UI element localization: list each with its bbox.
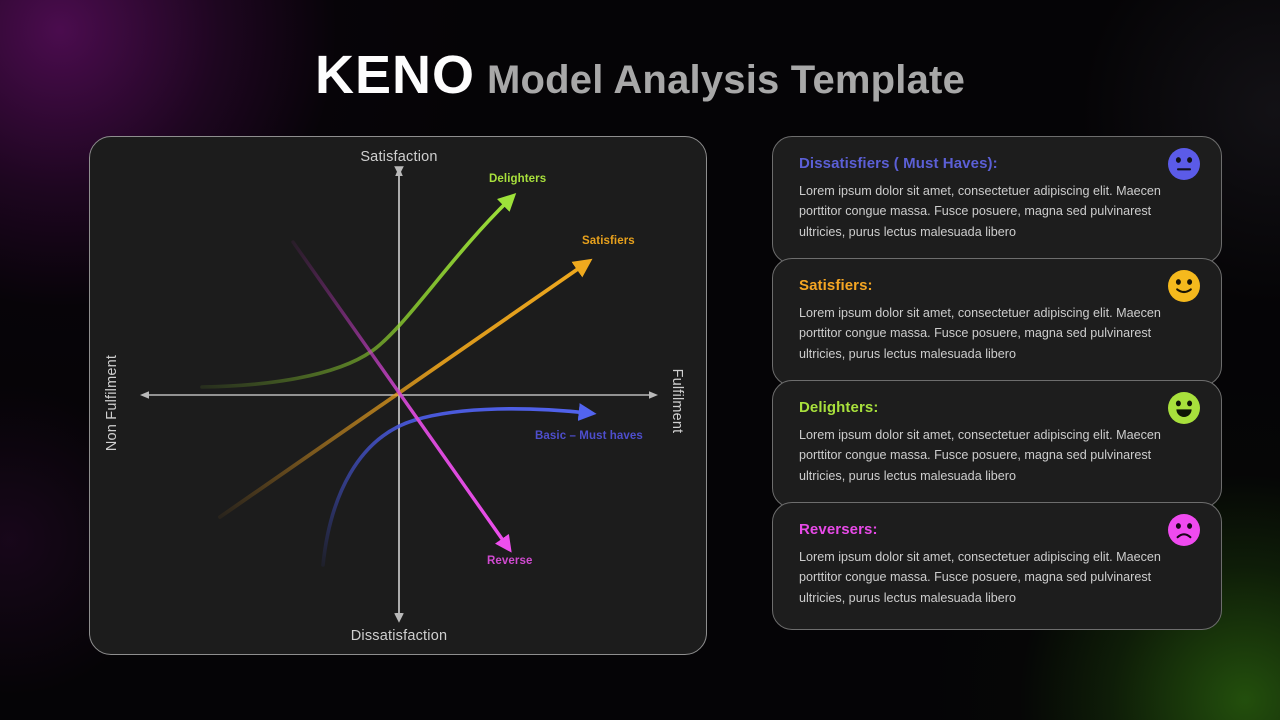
axis-label-non-fulfilment: Non Fulfilment — [104, 354, 120, 452]
page-subtitle: Model Analysis Template — [486, 58, 966, 102]
kano-chart-panel: Satisfaction Dissatisfaction Non Fulfilm… — [89, 136, 707, 655]
card-body: Lorem ipsum dolor sit amet, consectetuer… — [799, 184, 1161, 239]
card-body: Lorem ipsum dolor sit amet, consectetuer… — [799, 550, 1161, 605]
card-satisfiers[interactable]: Satisfiers: Lorem ipsum dolor sit amet, … — [772, 258, 1222, 386]
kano-category-cards: Dissatisfiers ( Must Haves): Lorem ipsum… — [772, 136, 1222, 630]
slightly-smiling-face-icon — [1167, 269, 1201, 303]
card-title: Reversers: — [799, 521, 878, 538]
brand-title: KENO — [314, 45, 475, 105]
axis-label-satisfaction: Satisfaction — [360, 149, 438, 165]
curve-label-basic-must-haves: Basic – Must haves — [535, 430, 643, 442]
curve-label-delighters: Delighters — [489, 173, 547, 185]
neutral-face-icon — [1167, 147, 1201, 181]
curve-delighters — [200, 192, 517, 389]
curve-reverse — [291, 240, 512, 553]
card-body: Lorem ipsum dolor sit amet, consectetuer… — [799, 428, 1161, 483]
card-dissatisfiers[interactable]: Dissatisfiers ( Must Haves): Lorem ipsum… — [772, 136, 1222, 264]
curve-label-satisfiers: Satisfiers — [582, 235, 635, 247]
card-reversers[interactable]: Reversers: Lorem ipsum dolor sit amet, c… — [772, 502, 1222, 630]
curve-satisfiers — [218, 258, 593, 519]
curve-basic-must-haves — [321, 403, 597, 567]
curve-label-reverse: Reverse — [487, 555, 533, 567]
card-title: Satisfiers: — [799, 277, 873, 294]
kano-chart-svg — [140, 166, 658, 623]
card-title: Dissatisfiers ( Must Haves): — [799, 155, 998, 172]
card-title: Delighters: — [799, 399, 879, 416]
axis-label-dissatisfaction: Dissatisfaction — [350, 628, 448, 644]
card-delighters[interactable]: Delighters: Lorem ipsum dolor sit amet, … — [772, 380, 1222, 508]
card-body: Lorem ipsum dolor sit amet, consectetuer… — [799, 306, 1161, 361]
frowning-face-icon — [1167, 513, 1201, 547]
axis-label-fulfilment: Fulfilment — [669, 368, 685, 434]
grinning-face-icon — [1167, 391, 1201, 425]
